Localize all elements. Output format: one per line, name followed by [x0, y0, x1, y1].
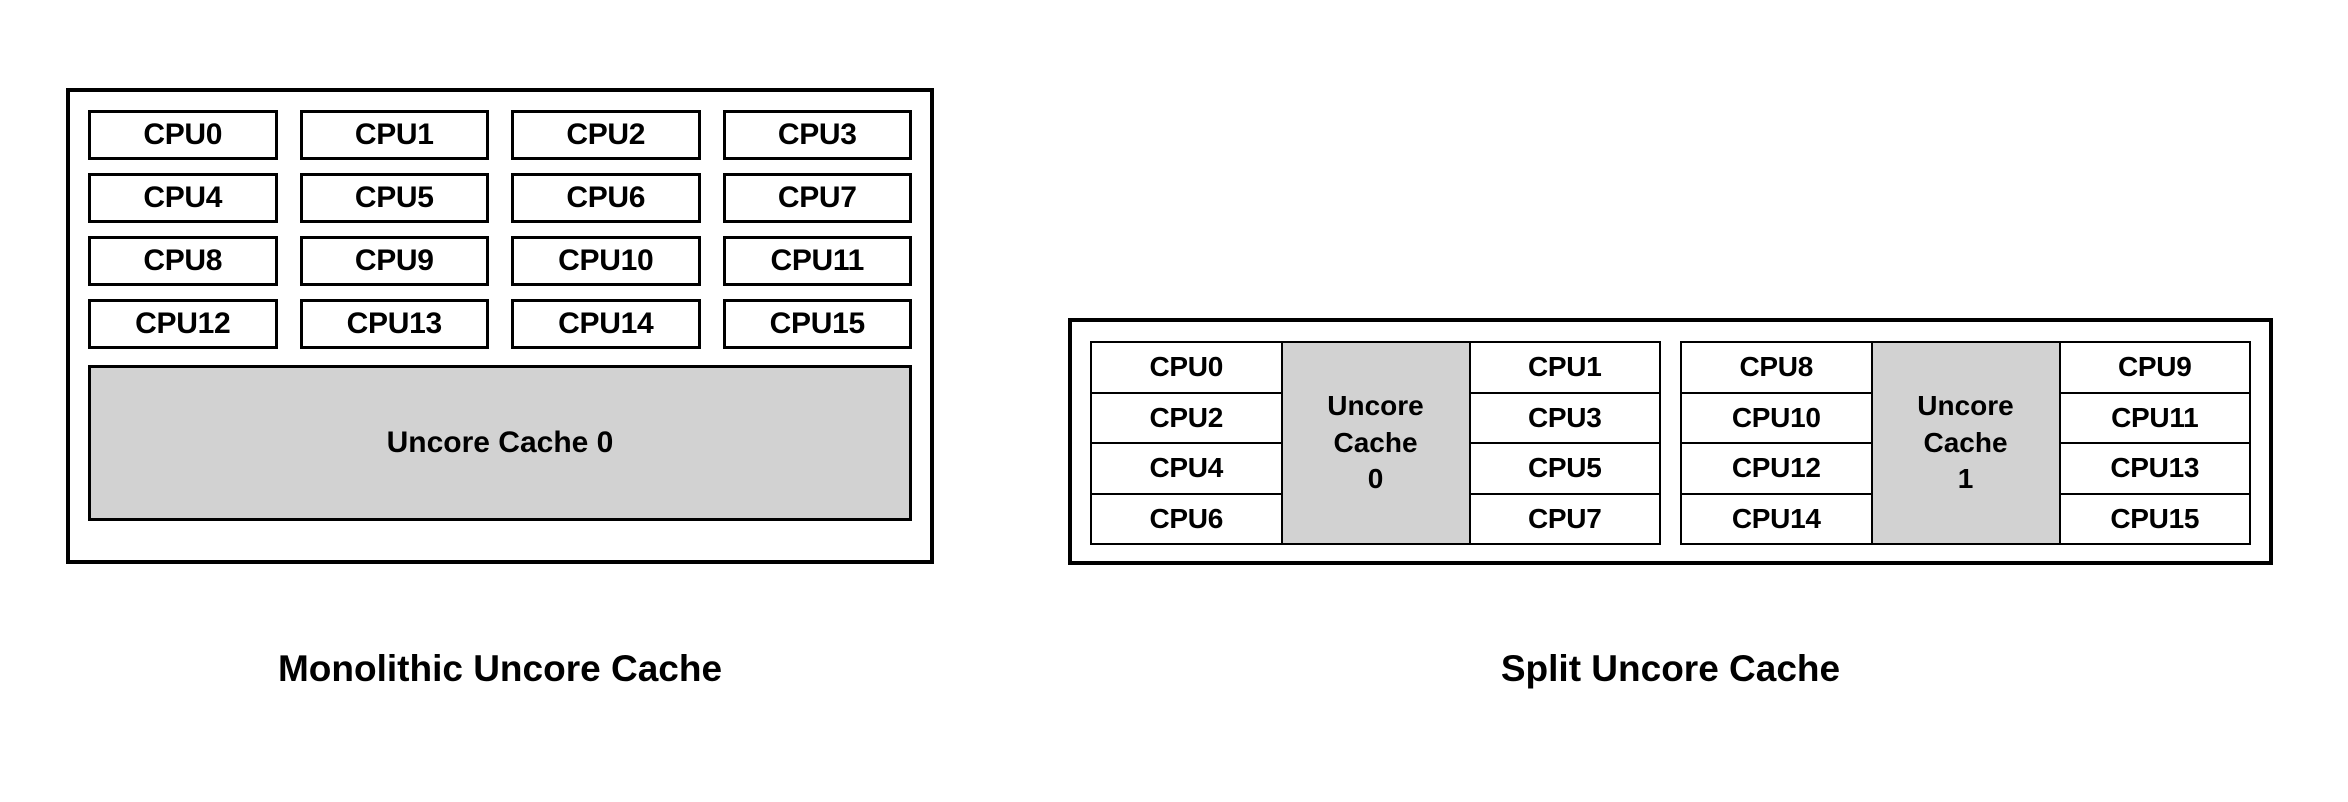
- cpu-cell: CPU7: [1468, 492, 1661, 545]
- cpu-cell: CPU1: [1468, 341, 1661, 394]
- uncore-cache-0-block: Uncore Cache 0: [88, 365, 912, 521]
- monolithic-cpu-grid: CPU0 CPU1 CPU2 CPU3 CPU4 CPU5 CPU6 CPU7 …: [88, 110, 912, 349]
- uncore-cache-1-line2: Cache: [1923, 426, 2008, 458]
- cpu-cell: CPU6: [1090, 492, 1283, 545]
- cpu-box: CPU0: [88, 110, 278, 160]
- uncore-cache-0-line3: 0: [1367, 463, 1384, 495]
- cpu-box: CPU12: [88, 299, 278, 349]
- cpu-box: CPU1: [299, 110, 489, 160]
- cpu-cell: CPU5: [1468, 442, 1661, 495]
- cpu-box: CPU4: [88, 173, 278, 223]
- uncore-cache-0-line1: Uncore: [1327, 390, 1424, 422]
- uncore-cache-0-block: Uncore Cache 0: [1280, 341, 1471, 545]
- split-group-1-right-cpu-column: CPU9 CPU11 CPU13 CPU15: [2058, 341, 2251, 545]
- split-group-0-right-cpu-column: CPU1 CPU3 CPU5 CPU7: [1468, 341, 1661, 545]
- cpu-cell: CPU0: [1090, 341, 1283, 394]
- cpu-box: CPU2: [511, 110, 701, 160]
- cpu-box: CPU11: [722, 236, 912, 286]
- cpu-cell: CPU12: [1680, 442, 1873, 495]
- cpu-cell: CPU15: [2058, 492, 2251, 545]
- monolithic-uncore-cache-panel: CPU0 CPU1 CPU2 CPU3 CPU4 CPU5 CPU6 CPU7 …: [66, 88, 934, 564]
- uncore-cache-1-block: Uncore Cache 1: [1870, 341, 2061, 545]
- split-groups: CPU0 CPU2 CPU4 CPU6 Uncore Cache 0 CPU1 …: [1090, 341, 2251, 545]
- cpu-cell: CPU10: [1680, 391, 1873, 444]
- split-caption: Split Uncore Cache: [1500, 648, 1841, 689]
- cpu-box: CPU6: [511, 173, 701, 223]
- cpu-box: CPU5: [299, 173, 489, 223]
- cpu-cell: CPU14: [1680, 492, 1873, 545]
- cpu-box: CPU13: [299, 299, 489, 349]
- cpu-box: CPU8: [88, 236, 278, 286]
- split-group-1: CPU8 CPU10 CPU12 CPU14 Uncore Cache 1 CP…: [1680, 341, 2251, 545]
- split-uncore-cache-panel: CPU0 CPU2 CPU4 CPU6 Uncore Cache 0 CPU1 …: [1068, 318, 2273, 565]
- uncore-cache-0-line2: Cache: [1333, 426, 1418, 458]
- cpu-cell: CPU13: [2058, 442, 2251, 495]
- split-group-1-left-cpu-column: CPU8 CPU10 CPU12 CPU14: [1680, 341, 1873, 545]
- cpu-box: CPU14: [511, 299, 701, 349]
- cpu-cell: CPU9: [2058, 341, 2251, 394]
- uncore-cache-1-line3: 1: [1957, 463, 1974, 495]
- split-group-0: CPU0 CPU2 CPU4 CPU6 Uncore Cache 0 CPU1 …: [1090, 341, 1661, 545]
- cpu-box: CPU9: [299, 236, 489, 286]
- uncore-cache-1-line1: Uncore: [1917, 390, 2014, 422]
- cpu-box: CPU15: [722, 299, 912, 349]
- cpu-box: CPU7: [722, 173, 912, 223]
- cpu-cell: CPU8: [1680, 341, 1873, 394]
- cpu-box: CPU3: [722, 110, 912, 160]
- cpu-box: CPU10: [511, 236, 701, 286]
- cpu-cell: CPU2: [1090, 391, 1283, 444]
- split-group-0-left-cpu-column: CPU0 CPU2 CPU4 CPU6: [1090, 341, 1283, 545]
- cpu-cell: CPU3: [1468, 391, 1661, 444]
- monolithic-caption: Monolithic Uncore Cache: [277, 648, 723, 689]
- cpu-cell: CPU11: [2058, 391, 2251, 444]
- cpu-cell: CPU4: [1090, 442, 1283, 495]
